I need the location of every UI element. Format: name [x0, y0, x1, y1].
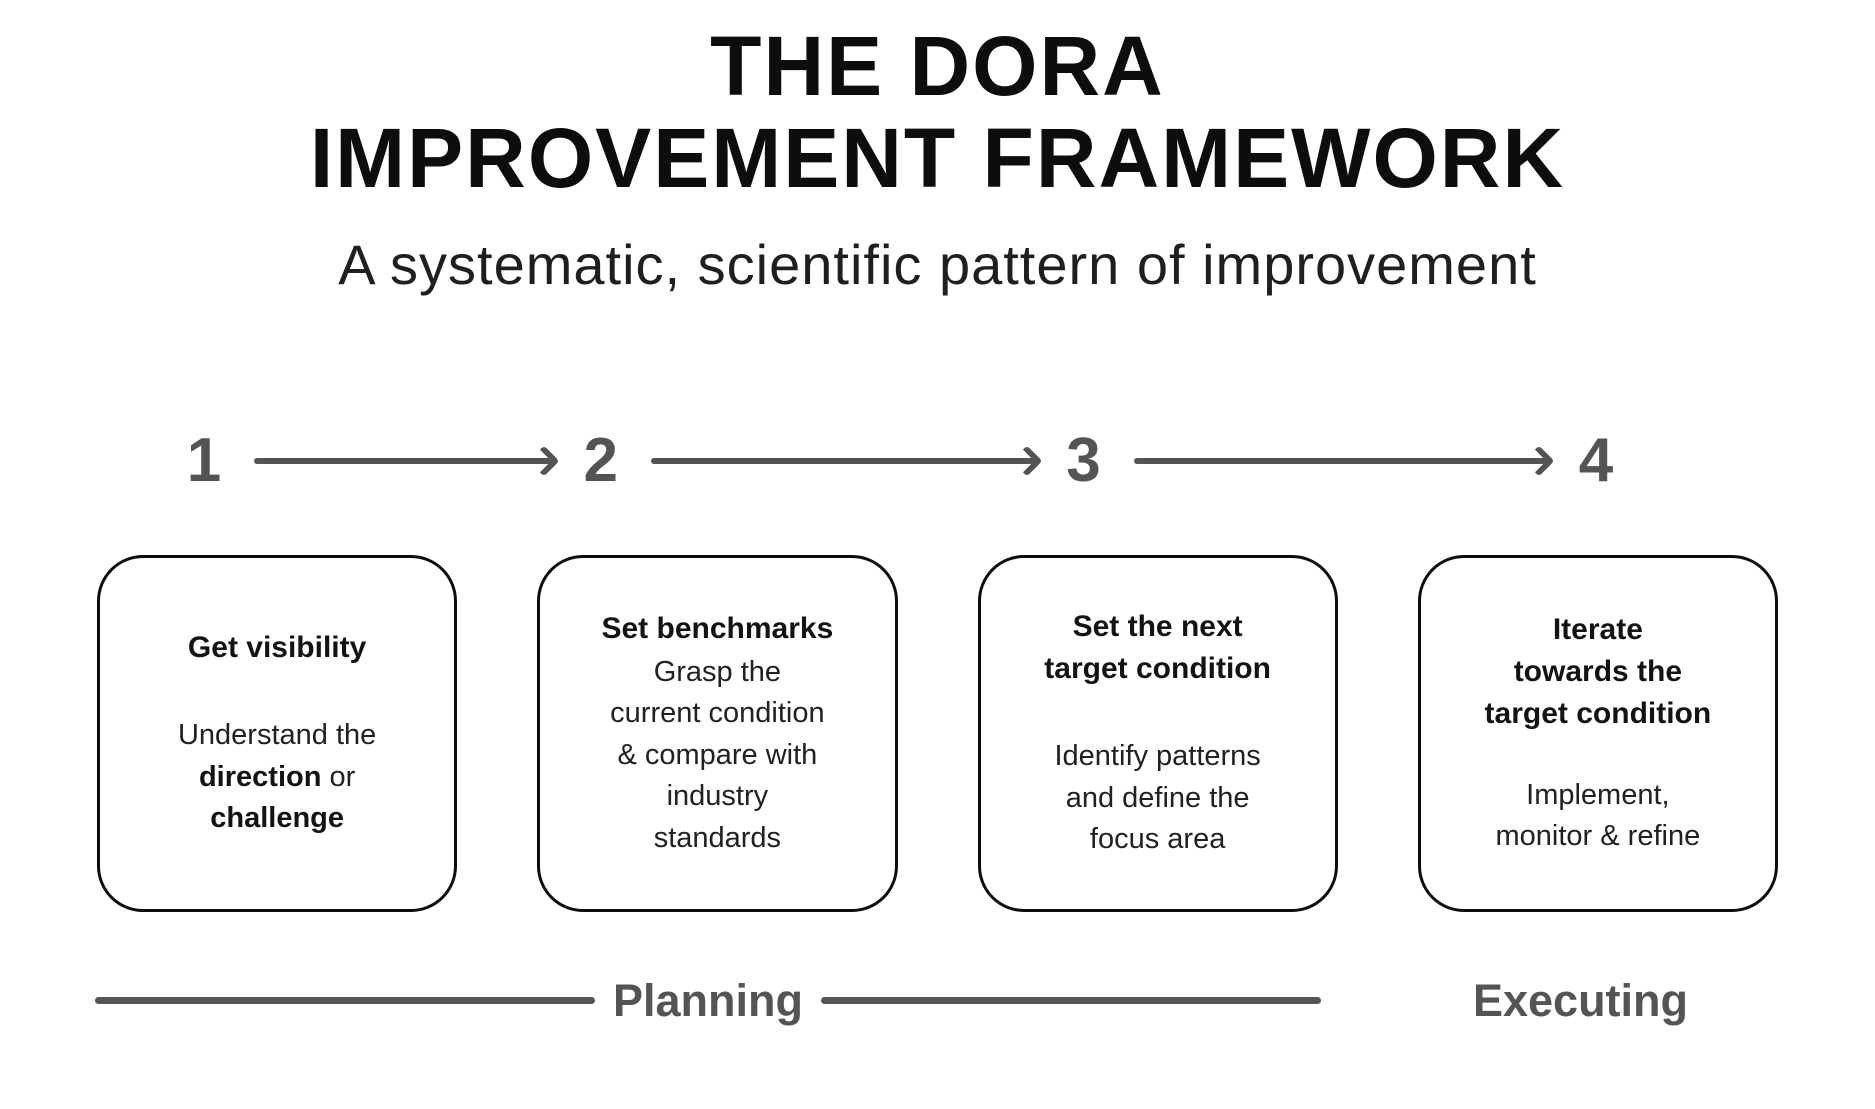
card-heading-iterate-towards-target: Iterate towards the target condition	[1484, 613, 1712, 730]
step-cards: Get visibility Understand the direction …	[0, 554, 1875, 912]
planning-bracket-line-right	[821, 996, 1321, 1004]
card-set-benchmarks: Set benchmarks Grasp the current conditi…	[537, 554, 898, 912]
card-body-set-benchmarks: Grasp the current condition & compare wi…	[610, 655, 825, 854]
card-get-visibility: Get visibility Understand the direction …	[97, 554, 458, 912]
card-body-iterate-towards-target: Implement, monitor & refine	[1495, 779, 1701, 853]
card-heading-set-benchmarks: Set benchmarks	[601, 611, 834, 645]
executing-label-area: Executing	[1321, 978, 1780, 1023]
phase-label-planning: Planning	[613, 974, 803, 1026]
arrow-right-icon	[1133, 457, 1546, 464]
step-sequence: 1 2 3 4	[0, 425, 1875, 495]
card-body-get-visibility: Understand the direction or challenge	[177, 719, 377, 835]
planning-bracket-line-left	[95, 996, 595, 1004]
card-heading-get-visibility: Get visibility	[187, 631, 367, 665]
phase-label-executing: Executing	[1472, 974, 1689, 1026]
card-set-next-target-condition: Set the next target condition Identify p…	[977, 554, 1338, 912]
step-number-3: 3	[1066, 425, 1101, 495]
title-line-1: THE DORA	[710, 19, 1165, 113]
arrow-right-icon	[650, 457, 1034, 464]
step-number-2: 2	[583, 425, 618, 495]
subtitle: A systematic, scientific pattern of impr…	[338, 232, 1537, 296]
page-title: THE DORA IMPROVEMENT FRAMEWORK	[0, 20, 1875, 205]
title-block: THE DORA IMPROVEMENT FRAMEWORK A systema…	[0, 0, 1875, 298]
card-heading-set-next-target-condition: Set the next target condition	[1044, 610, 1271, 686]
card-iterate-towards-target: Iterate towards the target condition Imp…	[1417, 554, 1778, 912]
step-number-4: 4	[1578, 425, 1614, 495]
step-number-1: 1	[186, 425, 222, 495]
title-line-2: IMPROVEMENT FRAMEWORK	[309, 111, 1566, 206]
phase-row: Planning Executing	[0, 978, 1875, 1023]
card-body-set-next-target-condition: Identify patterns and define the focus a…	[1054, 740, 1261, 856]
arrow-right-icon	[254, 457, 551, 464]
